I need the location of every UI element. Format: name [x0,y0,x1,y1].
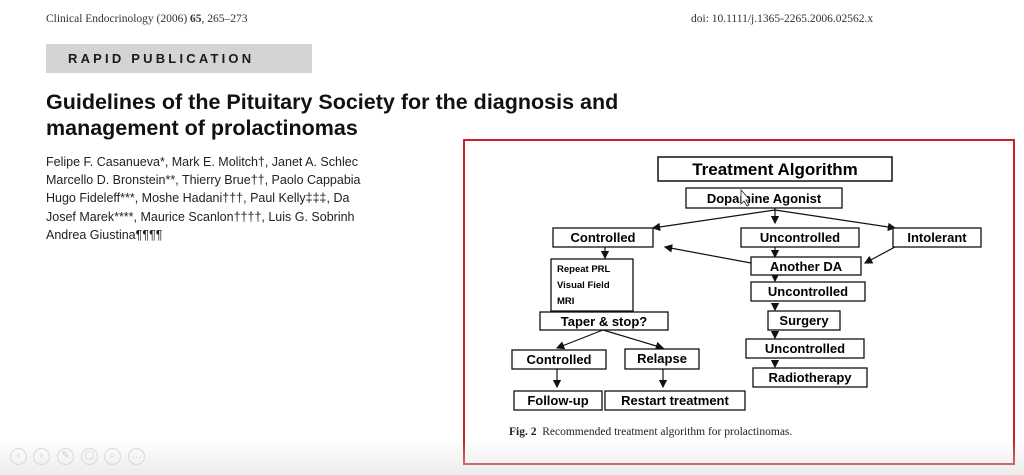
pen-icon[interactable]: ✎ [57,448,74,465]
author-line: Marcello D. Bronstein**, Thierry Brue††,… [46,173,361,188]
node-box [745,338,865,359]
node-radiotherapy: Radiotherapy [768,370,852,385]
node-box [892,227,982,248]
node-intolerant: Intolerant [907,230,967,245]
node-uncontrolled: Uncontrolled [768,284,848,299]
node-box [750,281,866,302]
copy-icon[interactable]: ▢ [81,448,98,465]
flowchart-heading: Treatment Algorithm [692,160,858,179]
node-relapse: Relapse [637,351,687,366]
title-line-1: Guidelines of the Pituitary Society for … [46,90,619,114]
node-taper-stop: Taper & stop? [561,314,647,329]
node-box [624,348,700,370]
node-surgery: Surgery [779,313,829,328]
next-icon[interactable]: › [33,448,50,465]
node-visual-field: Visual Field [557,280,610,291]
previous-icon[interactable]: ‹ [10,448,27,465]
title-line-2: management of prolactinomas [46,116,358,140]
author-line: Hugo Fideleff***, Moshe Hadani†††, Paul … [46,191,350,206]
node-box [752,367,868,388]
more-icon[interactable]: … [128,448,145,465]
heading-box [657,156,893,182]
node-box [539,311,669,331]
node-box [767,310,841,331]
node-controlled: Controlled [527,352,592,367]
node-box [740,227,860,248]
banner-label: RAPID PUBLICATION [68,51,255,66]
figure-treatment-algorithm: Treatment Algorithm Dopamine Agonist Con… [463,139,1015,465]
article-title: Guidelines of the Pituitary Society for … [46,89,806,141]
node-another-da: Another DA [770,259,843,274]
node-uncontrolled: Uncontrolled [765,341,845,356]
figure-caption: Fig. 2 Recommended treatment algorithm f… [509,426,792,438]
zoom-icon[interactable]: ⌕ [104,448,121,465]
node-uncontrolled: Uncontrolled [760,230,840,245]
author-line: Josef Marek****, Maurice Scanlon††††, Lu… [46,209,355,224]
flowchart: Treatment Algorithm Dopamine Agonist Con… [511,156,982,411]
journal-citation: Clinical Endocrinology (2006) 65, 265–27… [46,13,248,25]
journal-volume: 65 [190,13,202,25]
author-list: Felipe F. Casanueva*, Mark E. Molitch†, … [46,153,466,244]
node-repeat-prl: Repeat PRL [557,264,611,275]
viewer-control-bar [0,440,1024,475]
caption-label: Fig. 2 [509,426,537,438]
node-controlled: Controlled [571,230,636,245]
author-line: Andrea Giustina¶¶¶¶ [46,227,163,242]
node-box [511,349,607,370]
node-box [552,227,654,248]
node-dopamine-agonist: Dopamine Agonist [707,191,822,206]
node-mri: MRI [557,296,574,307]
caption-text: Recommended treatment algorithm for prol… [542,426,793,438]
node-follow-up: Follow-up [527,393,588,408]
node-box [513,390,603,411]
monitoring-box [550,258,634,312]
journal-name: Clinical Endocrinology (2006) [46,13,188,25]
doi[interactable]: doi: 10.1111/j.1365-2265.2006.02562.x [691,13,874,25]
node-box [685,187,843,209]
node-restart-treatment: Restart treatment [621,393,729,408]
mouse-cursor-icon [740,188,751,207]
node-box [750,256,862,276]
rapid-publication-banner: RAPID PUBLICATION [46,44,312,73]
node-box [604,390,746,411]
author-line: Felipe F. Casanueva*, Mark E. Molitch†, … [46,155,358,169]
journal-pages: , 265–273 [201,13,248,25]
